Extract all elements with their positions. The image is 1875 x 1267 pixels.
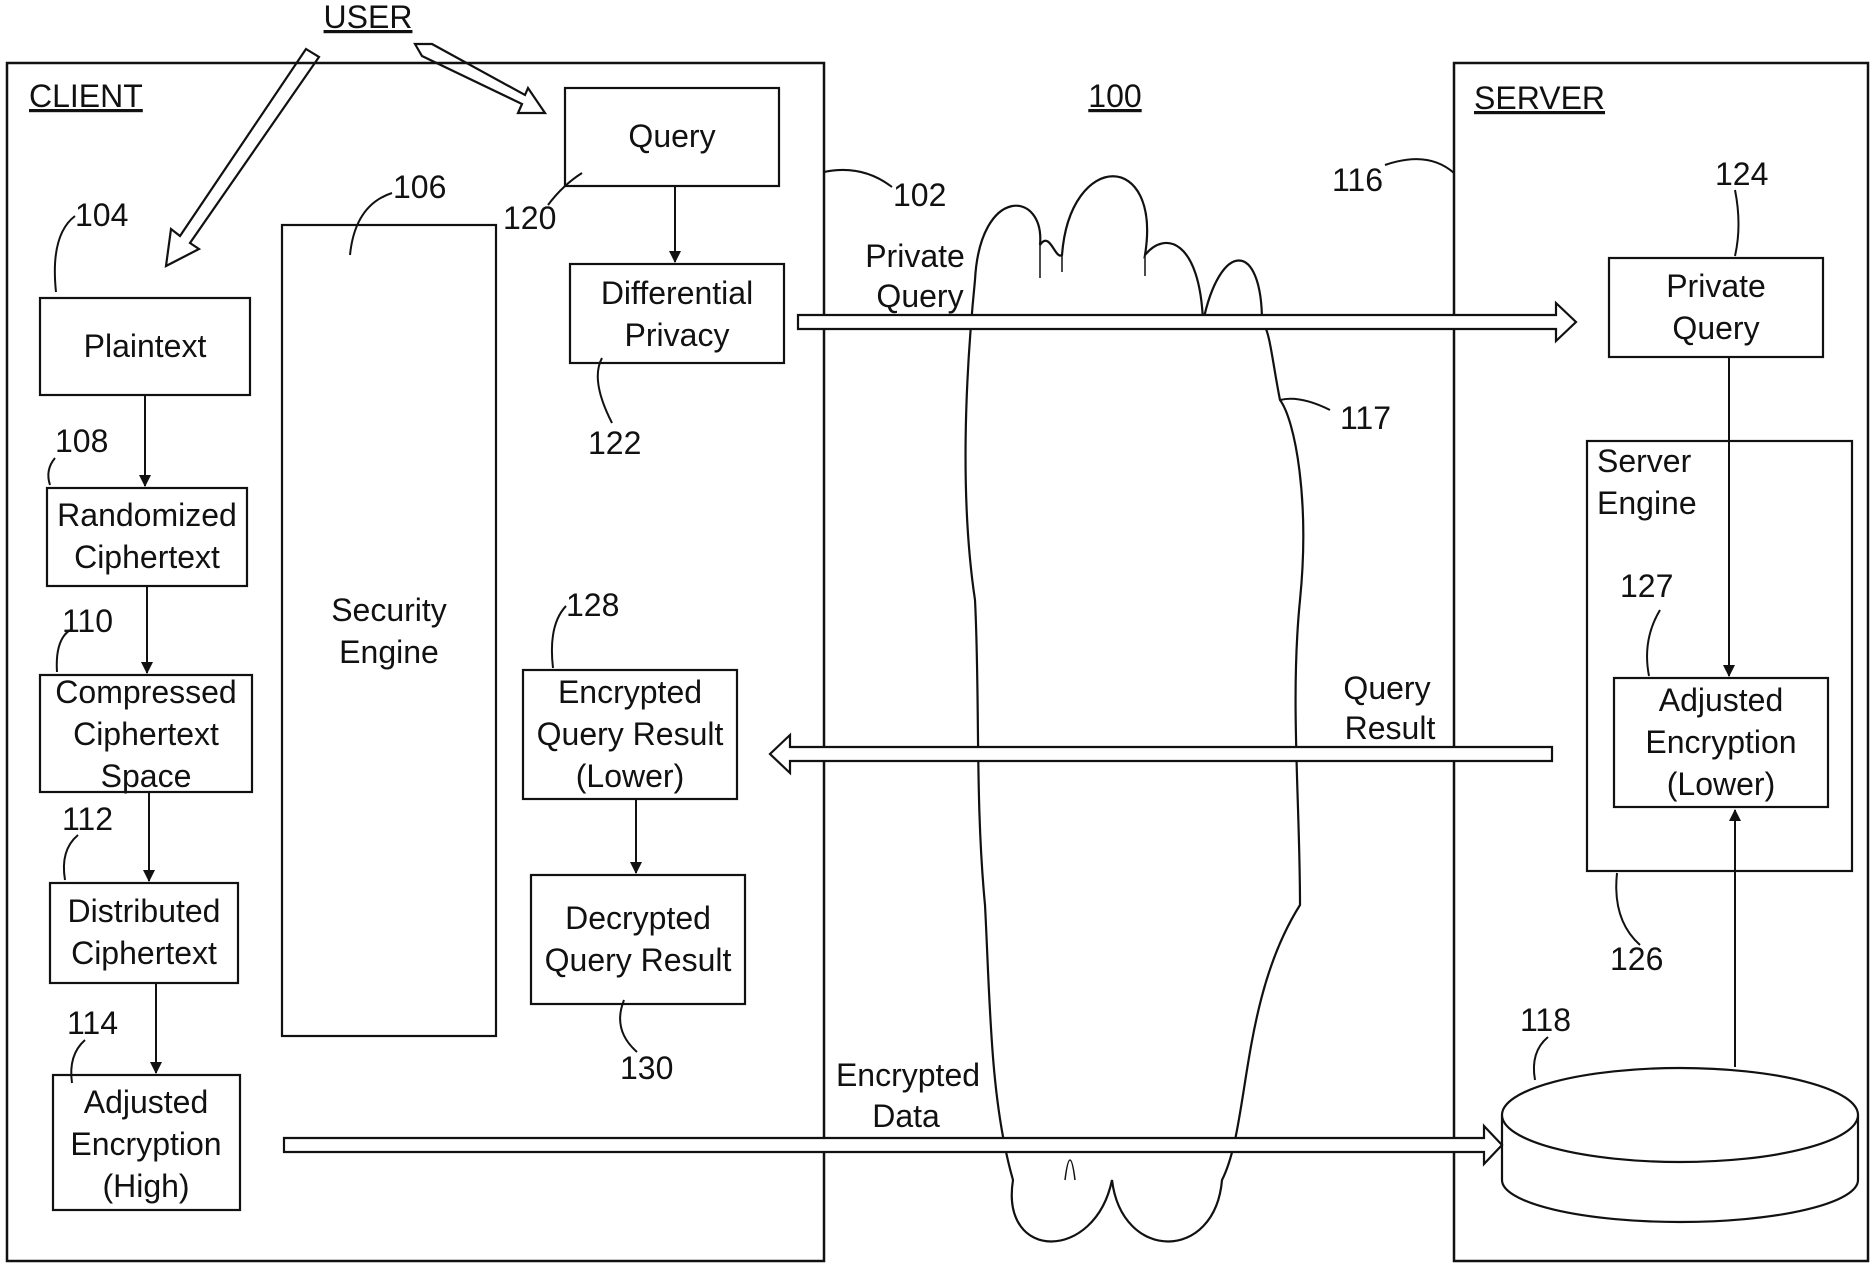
server-label: SERVER bbox=[1474, 80, 1605, 116]
decrypted-query-result-ref: 130 bbox=[620, 1050, 673, 1086]
security-engine-line-1: Security bbox=[331, 592, 447, 628]
server-private-query-leader bbox=[1735, 190, 1739, 256]
server-engine-line-1: Server bbox=[1597, 443, 1692, 479]
encrypted-query-result-line-2: Query Result bbox=[537, 716, 724, 752]
server-engine-ref: 126 bbox=[1610, 941, 1663, 977]
user-to-plaintext-arrow bbox=[166, 49, 319, 266]
plaintext-label: Plaintext bbox=[84, 328, 207, 364]
query-label: Query bbox=[628, 118, 715, 154]
query-result-flow-line-1: Query bbox=[1343, 670, 1430, 706]
adjusted-encryption-high-ref: 114 bbox=[67, 1005, 118, 1041]
encrypted-data-flow-line-2: Data bbox=[872, 1098, 940, 1134]
server-engine-line-2: Engine bbox=[1597, 485, 1697, 521]
compressed-ciphertext-space-line-1: Compressed bbox=[55, 674, 236, 710]
database-cylinder bbox=[1502, 1068, 1858, 1222]
encrypted-query-result-line-1: Encrypted bbox=[558, 674, 702, 710]
decrypted-query-result-line-1: Decrypted bbox=[565, 900, 711, 936]
client-leader bbox=[824, 170, 892, 187]
security-engine-line-2: Engine bbox=[339, 634, 439, 670]
network-ref: 117 bbox=[1340, 400, 1391, 436]
server-leader bbox=[1385, 159, 1454, 173]
randomized-ciphertext-line-1: Randomized bbox=[57, 497, 237, 533]
security-engine-ref: 106 bbox=[393, 169, 446, 205]
differential-privacy-line-1: Differential bbox=[601, 275, 753, 311]
encrypted-data-flow-line-1: Encrypted bbox=[836, 1057, 980, 1093]
compressed-ciphertext-space-line-2: Ciphertext bbox=[73, 716, 219, 752]
adjusted-encryption-lower-ref: 127 bbox=[1620, 568, 1673, 604]
adjusted-encryption-lower-line-3: (Lower) bbox=[1667, 766, 1775, 802]
cloud-detail bbox=[1065, 1160, 1075, 1180]
differential-privacy-leader bbox=[598, 358, 612, 423]
server-private-query-line-2: Query bbox=[1672, 310, 1759, 346]
figure-number: 100 bbox=[1088, 78, 1141, 114]
compressed-ciphertext-space-ref: 110 bbox=[62, 603, 113, 639]
adjusted-encryption-lower-leader bbox=[1647, 610, 1660, 676]
randomized-ciphertext-leader bbox=[48, 458, 55, 485]
plaintext-ref: 104 bbox=[75, 197, 128, 233]
decrypted-query-result-line-2: Query Result bbox=[545, 942, 732, 978]
adjusted-encryption-lower-line-1: Adjusted bbox=[1659, 682, 1784, 718]
differential-privacy-ref: 122 bbox=[588, 425, 641, 461]
server-private-query-line-1: Private bbox=[1666, 268, 1766, 304]
network-leader bbox=[1280, 399, 1330, 410]
adjusted-encryption-high-leader bbox=[71, 1040, 85, 1083]
plaintext-leader bbox=[55, 216, 75, 292]
adjusted-encryption-lower-line-2: Encryption bbox=[1645, 724, 1796, 760]
database-leader bbox=[1534, 1037, 1548, 1080]
security-engine-box bbox=[282, 225, 496, 1036]
user-to-query-arrow bbox=[415, 44, 545, 113]
adjusted-encryption-high-line-2: Encryption bbox=[70, 1126, 221, 1162]
distributed-ciphertext-line-2: Ciphertext bbox=[71, 935, 217, 971]
private-query-flow-line-2: Query bbox=[876, 278, 963, 314]
network-cloud bbox=[966, 176, 1304, 1241]
adjusted-encryption-high-line-1: Adjusted bbox=[84, 1084, 209, 1120]
decrypted-query-result-leader bbox=[620, 1000, 637, 1052]
server-private-query-ref: 124 bbox=[1715, 156, 1768, 192]
randomized-ciphertext-ref: 108 bbox=[55, 423, 108, 459]
distributed-ciphertext-leader bbox=[64, 835, 78, 880]
encrypted-query-result-line-3: (Lower) bbox=[576, 758, 684, 794]
server-ref: 116 bbox=[1332, 162, 1383, 198]
distributed-ciphertext-line-1: Distributed bbox=[68, 893, 221, 929]
query-ref: 120 bbox=[503, 200, 556, 236]
adjusted-encryption-high-line-3: (High) bbox=[102, 1168, 189, 1204]
differential-privacy-line-2: Privacy bbox=[625, 317, 730, 353]
client-ref: 102 bbox=[893, 177, 946, 213]
server-engine-leader bbox=[1616, 873, 1640, 945]
distributed-ciphertext-ref: 112 bbox=[62, 801, 113, 837]
database-ref: 118 bbox=[1520, 1002, 1571, 1038]
decrypted-query-result-box bbox=[531, 875, 745, 1004]
user-label: USER bbox=[324, 0, 413, 35]
client-label: CLIENT bbox=[29, 78, 143, 114]
randomized-ciphertext-line-2: Ciphertext bbox=[74, 539, 220, 575]
private-query-flow-line-1: Private bbox=[865, 238, 965, 274]
encrypted-query-result-leader bbox=[552, 606, 566, 668]
query-result-flow-line-2: Result bbox=[1345, 710, 1436, 746]
encrypted-query-result-ref: 128 bbox=[566, 587, 619, 623]
compressed-ciphertext-space-line-3: Space bbox=[101, 758, 192, 794]
